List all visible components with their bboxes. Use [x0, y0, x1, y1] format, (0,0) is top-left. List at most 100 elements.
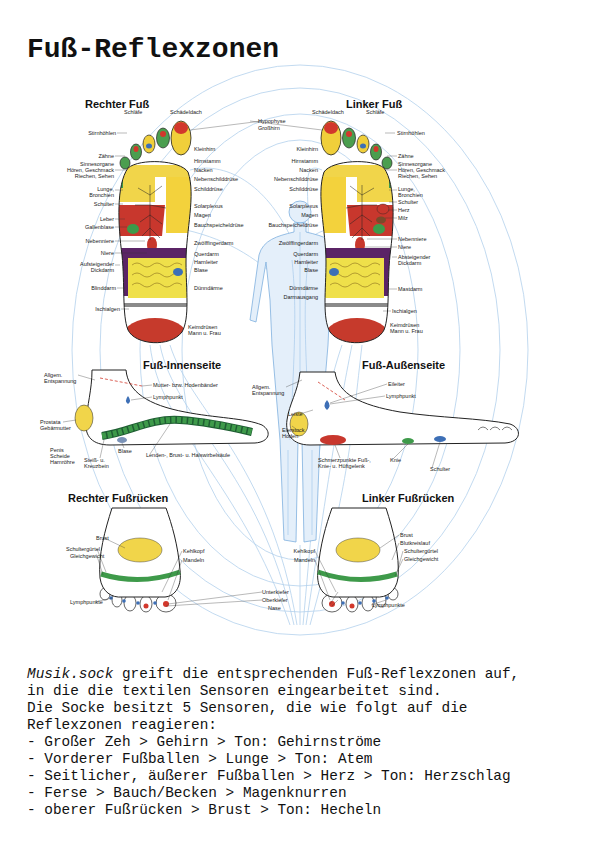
zone-label: Stirnhöhlen — [88, 130, 116, 136]
dorsum-outline — [100, 508, 181, 597]
outer-side-foot — [287, 372, 519, 445]
zone-label: Lymphpunkte — [372, 602, 405, 608]
zone-label: Eierstock Hoden — [282, 427, 310, 439]
zone-label: Oberkiefer — [262, 597, 288, 603]
zone-label: Schädeldach — [312, 109, 344, 115]
zone-label: Ischialgen — [392, 308, 417, 314]
zone-label: Nacken — [299, 167, 318, 173]
zone-label: Aufsteigender Dickdarm — [74, 261, 114, 273]
zone-label: Gleichgewicht — [404, 556, 438, 562]
zone-label: Allgem. Entspannung — [252, 384, 288, 396]
zone-label: Schulter — [430, 466, 450, 472]
zone-label: Schläfe — [366, 109, 384, 115]
section-heading: Rechter Fuß — [85, 98, 149, 110]
ligament-line — [100, 378, 142, 386]
toe-lines — [478, 427, 512, 430]
zone-label: Nebenniere — [398, 236, 426, 242]
shoulder-zone — [434, 436, 446, 442]
big-toe — [171, 121, 191, 155]
zone-label: Leiste — [288, 411, 303, 417]
foot-outline — [287, 372, 519, 445]
energy-oval — [140, 114, 460, 586]
zone-label: Hirnstamm — [194, 158, 221, 164]
spine-zone — [102, 420, 252, 436]
zone-label: Schläfe — [124, 109, 142, 115]
spleen-zone — [376, 217, 386, 224]
liver-zone — [118, 205, 165, 236]
body-text: - Seitlicher, äußerer Fußballen > Herz >… — [27, 768, 511, 785]
sole-outline — [119, 162, 191, 343]
zone-label: Kleinhirn — [297, 146, 318, 152]
zone-label: Nacken — [194, 167, 213, 173]
lymph-point — [153, 601, 157, 605]
left-dorsum — [318, 508, 399, 612]
zone-label: Knie — [390, 457, 401, 463]
right-dorsum — [100, 508, 181, 612]
zone — [110, 165, 200, 177]
zone-label: Harnleiter — [294, 259, 318, 265]
foot-outline — [86, 370, 268, 445]
zone-label: Lymphpunkte — [70, 599, 103, 605]
toe — [157, 128, 170, 148]
bladder-zone — [173, 268, 183, 276]
zone-label: Hirnstamm — [291, 158, 318, 164]
zone-label: Lunge, Bronchien — [84, 186, 114, 198]
section-heading: Rechter Fußrücken — [68, 492, 168, 504]
zone-label: Blinddarm — [91, 285, 116, 291]
zone-label: Nebenschilddrüse — [194, 176, 238, 182]
zone-label: Niere — [101, 250, 114, 256]
zone-label: Schultergürtel — [404, 548, 438, 554]
zone-label: Mastdarm — [398, 286, 422, 292]
zone-label: Harnleiter — [194, 259, 218, 265]
ligament-line — [318, 382, 345, 400]
lymph-point — [122, 599, 126, 603]
zone-label: Milz — [398, 215, 408, 221]
zone-label: Schädeldach — [170, 109, 202, 115]
zone-label: Leber — [100, 216, 114, 222]
zone-label: Absteigender Dickdarm — [398, 254, 438, 266]
gallbladder-zone — [127, 224, 139, 234]
zone-label: Bauchspeicheldrüse — [194, 222, 244, 228]
zone-label: Steiß- u. Kreuzbein — [84, 457, 114, 469]
lung-zone — [110, 177, 155, 202]
zone-label: Solarplexus — [194, 203, 223, 209]
section-heading: Linker Fußrücken — [362, 492, 454, 504]
zone-label: Schulter — [94, 201, 114, 207]
body-text: Die Socke besitzt 5 Sensoren, die wie fo… — [27, 700, 532, 734]
zone-label: Großhirn — [258, 125, 280, 131]
zone-label: Keimdrüsen Mann u. Frau — [390, 322, 426, 334]
zone-label: Keimdrüsen Mann u. Frau — [188, 324, 224, 336]
zone-label: Solarplexus — [289, 203, 318, 209]
zone-label: Lymphpunkt — [153, 394, 183, 400]
energy-lines — [72, 65, 528, 635]
toe-zone — [144, 604, 149, 609]
zone-label: Brust — [96, 535, 109, 541]
zone-label: Schilddrüse — [194, 186, 223, 192]
lymph-point — [109, 596, 113, 600]
zone-label: Gallenblase — [85, 224, 114, 230]
paragraph: Musik.sockgreift die entsprechenden Fuß-… — [27, 666, 532, 700]
zone-label: Lunge, Bronchien — [398, 186, 428, 198]
section-heading: Fuß-Innenseite — [143, 359, 221, 371]
zone-label: Zwölffingerdarm — [194, 240, 233, 246]
section-heading: Fuß-Außenseite — [362, 359, 445, 371]
zone-label: Stirnhöhlen — [397, 130, 425, 136]
zone-label: Schultergürtel — [66, 546, 100, 552]
page-title: Fuß-Reflexzonen — [27, 36, 279, 64]
zone-label: Brust — [400, 532, 413, 538]
zone-label: Darmausgang — [283, 294, 318, 300]
zone-label: Kleinhirn — [194, 146, 215, 152]
zone-label: Lenden-, Brust- u. Halswirbelsäule — [146, 452, 230, 458]
body-text: - Großer Zeh > Gehirn > Ton: Gehirnström… — [27, 734, 381, 751]
lymph-point — [126, 396, 130, 404]
zone-label: Blutkreislauf — [400, 540, 430, 546]
zone-label: Magen — [301, 212, 318, 218]
body-text: - oberer Fußrücken > Brust > Ton: Hechel… — [27, 802, 381, 819]
zone-label: Bauchspeicheldrüse — [268, 222, 318, 228]
knee-zone — [402, 438, 414, 444]
zone-label: Unterkiefer — [262, 589, 289, 595]
joint-pain-zone — [320, 435, 346, 445]
zone-label: Nase — [268, 605, 281, 611]
bladder-zone — [117, 437, 127, 443]
zone-label: Schilddrüse — [289, 186, 318, 192]
